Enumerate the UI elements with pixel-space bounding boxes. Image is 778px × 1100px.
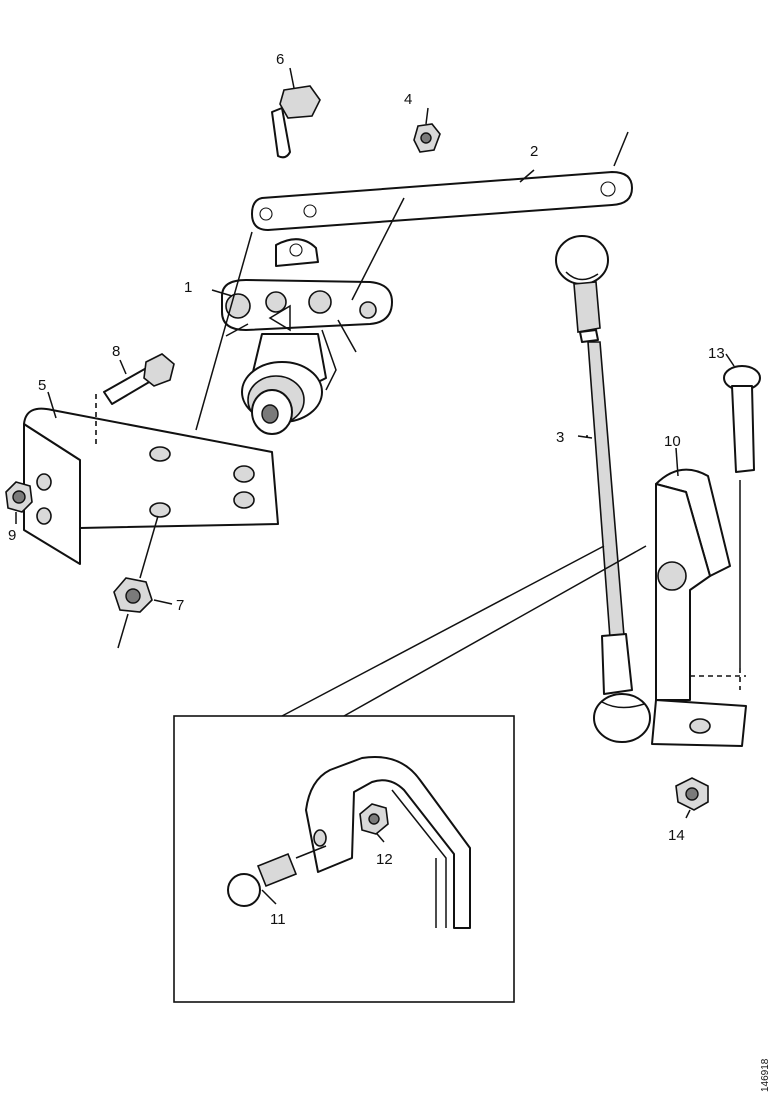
mounting-bracket (23, 394, 279, 565)
nut-14 (675, 777, 709, 811)
nut-7 (113, 515, 159, 649)
nut-4 (413, 123, 441, 153)
detail-inset (173, 545, 647, 1003)
nut-9 (5, 481, 33, 513)
bolt-13 (723, 365, 761, 690)
leveling-valve (221, 238, 393, 435)
connecting-rod (555, 235, 651, 743)
callout-4: 4 (404, 91, 412, 108)
lever-arm (251, 131, 633, 231)
reference-code: 146918 (760, 1058, 771, 1092)
bolt-8 (103, 353, 175, 405)
callout-8: 8 (112, 343, 120, 360)
callout-7: 7 (176, 597, 184, 614)
callout-12: 12 (376, 851, 393, 868)
callout-9: 9 (8, 527, 16, 544)
callout-13: 13 (708, 345, 725, 362)
leader-lines (15, 67, 735, 905)
callout-3: 3 (556, 429, 564, 446)
callout-10: 10 (664, 433, 681, 450)
callout-labels: 1 2 3 4 5 6 7 8 9 10 11 12 13 14 (8, 51, 725, 928)
callout-1: 1 (184, 279, 192, 296)
callout-2: 2 (530, 143, 538, 160)
callout-11: 11 (270, 911, 286, 928)
callout-5: 5 (38, 377, 46, 394)
bolt-6 (271, 85, 321, 159)
callout-14: 14 (668, 827, 685, 844)
callout-6: 6 (276, 51, 284, 68)
rod-bracket (651, 468, 747, 747)
